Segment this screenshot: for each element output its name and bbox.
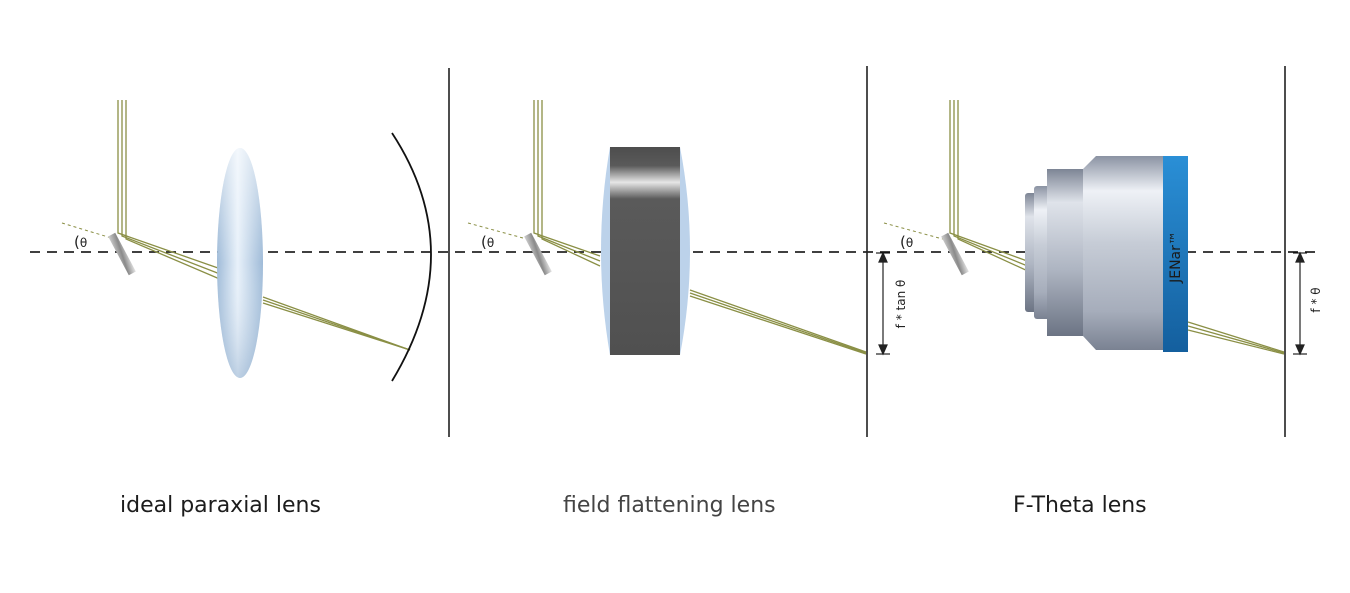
incoming-beam — [533, 100, 601, 267]
angle-guide-line — [467, 222, 535, 242]
lens-front-surface — [601, 147, 610, 355]
scan-mirror — [524, 232, 552, 276]
angle-label: (θ — [900, 233, 913, 251]
flattening-lens-body — [610, 147, 680, 355]
caption-ideal-paraxial-lens: ideal paraxial lens — [120, 493, 321, 518]
caption-field-flattening-lens: field flattening lens — [563, 493, 776, 518]
image-height-dimension — [1293, 251, 1307, 356]
panel-f-theta-lens: (θ JENar™ f * θ — [883, 66, 1323, 437]
panel-field-flattening-lens: (θ f * tan θ — [467, 66, 908, 437]
incoming-beam — [117, 100, 223, 281]
brand-ring — [1163, 156, 1188, 352]
lens-rear-surface — [680, 147, 690, 355]
angle-label: (θ — [481, 233, 494, 251]
image-height-label: f * tan θ — [894, 280, 908, 329]
caption-f-theta-lens: F-Theta lens — [1013, 493, 1147, 518]
curved-image-field — [391, 132, 432, 382]
image-height-dimension — [876, 251, 890, 356]
scan-mirror — [108, 232, 136, 276]
incoming-beam — [949, 100, 1031, 273]
angle-guide-line — [883, 222, 951, 242]
angle-label: (θ — [74, 233, 87, 251]
focused-beam — [262, 296, 411, 351]
image-height-label: f * θ — [1309, 287, 1323, 312]
lens-brand-label: JENar™ — [1168, 231, 1184, 284]
scan-mirror — [941, 232, 969, 276]
panel-ideal-paraxial-lens: (θ — [61, 68, 450, 437]
f-theta-lens-housing — [1025, 156, 1188, 352]
focused-beam — [689, 289, 867, 355]
focused-beam — [1187, 321, 1285, 355]
